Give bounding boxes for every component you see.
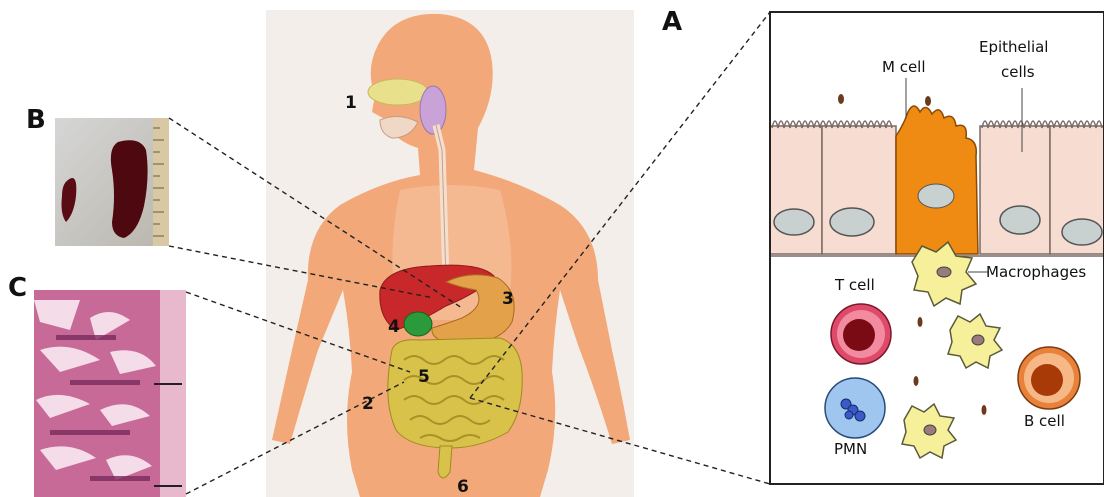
panel-a-cell-inset: M cell Epithelial cells Macrophages T ce… [662, 7, 1104, 484]
panel-letter-b: B [26, 105, 46, 135]
panel-c-histology: C [8, 273, 186, 497]
label-m-cell: M cell [882, 58, 926, 76]
epithelial-nucleus [1000, 206, 1040, 234]
ruler [153, 118, 169, 246]
m-cell-nucleus [918, 184, 954, 208]
panel-letter-a: A [662, 7, 682, 37]
epithelial-nucleus [774, 209, 814, 235]
label-epithelial-line1: Epithelial [979, 38, 1048, 56]
small-intestine [388, 338, 522, 448]
organ-number-4: 4 [388, 317, 400, 337]
panel-letter-c: C [8, 273, 27, 303]
gallbladder [404, 312, 432, 336]
label-epithelial-line2: cells [1001, 63, 1035, 81]
salivary-gland-nasal [368, 79, 428, 105]
label-pmn: PMN [834, 440, 867, 458]
histology-serosa [160, 290, 186, 497]
organ-number-6: 6 [457, 477, 469, 497]
t-cell-nucleus [843, 319, 875, 351]
human-body-illustration: 1 2 3 4 5 6 [266, 10, 634, 497]
organ-number-1: 1 [345, 93, 357, 113]
organ-number-5: 5 [418, 367, 430, 387]
epithelial-nucleus [830, 208, 874, 236]
m-cell [896, 106, 978, 254]
label-macrophages: Macrophages [986, 263, 1086, 281]
label-t-cell: T cell [834, 276, 875, 294]
organ-number-2: 2 [362, 394, 374, 414]
epithelial-nucleus [1062, 219, 1102, 245]
b-cell-nucleus [1031, 364, 1063, 396]
organ-number-3: 3 [502, 289, 514, 309]
panel-b-spleen-photo: B [26, 105, 169, 246]
label-b-cell: B cell [1024, 412, 1065, 430]
